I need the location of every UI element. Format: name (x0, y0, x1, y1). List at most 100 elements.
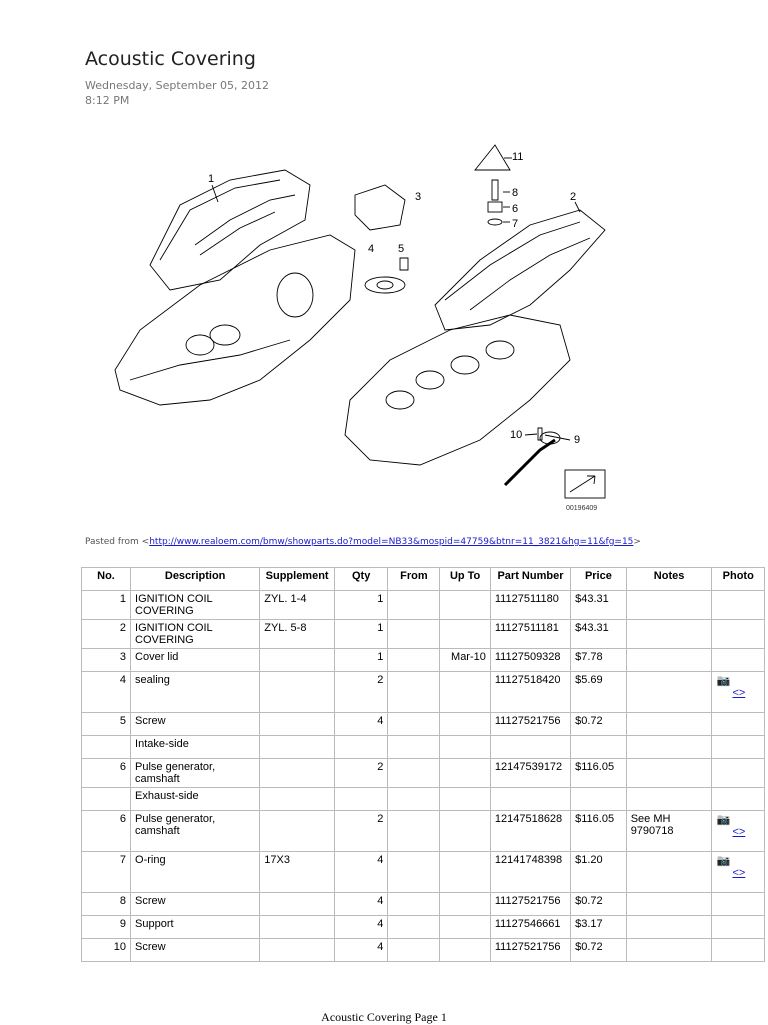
cell-description-text: Pulse generator, camshaft (135, 761, 216, 785)
date-text: Wednesday, September 05, 2012 (85, 79, 269, 92)
cell-no-text: 10 (113, 941, 127, 953)
cell-upto (439, 938, 491, 962)
cell-no-text: 4 (119, 674, 127, 686)
cell-description-text: Exhaust-side (135, 790, 199, 802)
cell-photo (711, 938, 765, 962)
camera-icon[interactable]: 📷 (716, 675, 731, 687)
cell-supplement (259, 810, 335, 852)
cell-notes (625, 938, 713, 962)
cell-from (387, 590, 441, 620)
cell-description-text: Support (135, 918, 174, 930)
cell-part-number-text: 11127521756 (494, 941, 561, 953)
cell-part-number: 12141748398 (489, 851, 572, 893)
callout-6: 6 (512, 203, 518, 215)
cell-price-text: $0.72 (575, 895, 603, 907)
cell-price: $43.31 (570, 590, 627, 620)
cell-part-number: 12147518628 (489, 810, 572, 852)
cell-supplement (259, 758, 335, 788)
cell-notes (625, 671, 713, 713)
cell-part-number-text: 11127511181 (494, 622, 559, 634)
cell-no-text: 5 (119, 715, 127, 727)
cell-upto (439, 671, 491, 713)
photo-link[interactable]: <> (732, 826, 746, 838)
cell-part-number-text: 12147539172 (494, 761, 563, 773)
cell-description: Screw (130, 892, 261, 916)
callout-4: 4 (368, 243, 374, 255)
cell-no-text: 9 (119, 918, 127, 930)
cell-qty: 2 (333, 758, 389, 788)
cell-no-text: 7 (119, 854, 127, 866)
cell-qty-text: 2 (377, 674, 384, 686)
camera-icon[interactable]: 📷 (716, 855, 731, 867)
cell-no: 5 (80, 712, 132, 736)
cell-from (387, 810, 441, 852)
cell-description-text: O-ring (135, 854, 166, 866)
cell-price: $43.31 (570, 619, 627, 649)
cell-supplement (259, 787, 335, 811)
cell-notes (625, 851, 713, 893)
cell-from (387, 915, 441, 939)
cell-from (387, 712, 441, 736)
cell-qty-text: 4 (377, 715, 384, 727)
photo-link[interactable]: <> (732, 687, 746, 699)
cell-photo (711, 758, 765, 788)
cell-description-text: Screw (135, 895, 166, 907)
cell-description-text: Pulse generator, camshaft (135, 813, 216, 837)
cell-from (387, 787, 441, 811)
cell-part-number (489, 787, 572, 811)
cell-notes (625, 735, 713, 759)
cell-price-text: $0.72 (575, 715, 603, 727)
cell-from (387, 892, 441, 916)
cell-photo (711, 735, 765, 759)
column-header: Photo (711, 567, 765, 591)
cell-from (387, 648, 441, 672)
callout-9: 9 (574, 434, 580, 446)
cell-description: Support (130, 915, 261, 939)
cell-no (80, 735, 132, 759)
cell-qty-text: 1 (377, 651, 384, 663)
cell-no: 7 (80, 851, 132, 893)
cell-qty: 4 (333, 938, 389, 962)
cell-photo: 📷<> (711, 671, 765, 713)
pasted-prefix: Pasted from < (85, 537, 150, 547)
cell-description-text: Intake-side (135, 738, 189, 750)
cell-qty: 2 (333, 671, 389, 713)
cell-supplement (259, 648, 335, 672)
callout-8: 8 (512, 187, 518, 199)
camera-icon[interactable]: 📷 (716, 814, 731, 826)
cell-description: Pulse generator, camshaft (130, 810, 261, 852)
page-date: Wednesday, September 05, 2012 8:12 PM (85, 78, 269, 108)
cell-part-number: 11127521756 (489, 938, 572, 962)
cell-price-text: $1.20 (575, 854, 603, 866)
cell-photo (711, 648, 765, 672)
cell-supplement-text: 17X3 (264, 854, 290, 866)
cell-description: Exhaust-side (130, 787, 261, 811)
cell-no: 2 (80, 619, 132, 649)
cell-supplement: 17X3 (259, 851, 335, 893)
source-link[interactable]: http://www.realoem.com/bmw/showparts.do?… (149, 537, 634, 547)
cell-supplement (259, 712, 335, 736)
cell-upto-text: Mar-10 (451, 651, 486, 663)
column-header: Price (570, 567, 627, 591)
cell-no: 4 (80, 671, 132, 713)
cell-no-text: 8 (119, 895, 127, 907)
callout-3: 3 (415, 191, 421, 203)
cell-part-number: 11127511180 (489, 590, 572, 620)
cell-description: Cover lid (130, 648, 261, 672)
cell-price: $0.72 (570, 938, 627, 962)
time-text: 8:12 PM (85, 94, 130, 107)
photo-link[interactable]: <> (732, 867, 746, 879)
cell-no: 10 (80, 938, 132, 962)
cell-part-number: 11127521756 (489, 712, 572, 736)
page-footer: Acoustic Covering Page 1 (321, 1010, 447, 1024)
diagram-code: 00196409 (566, 505, 597, 512)
cell-no-text: 6 (119, 813, 127, 825)
cell-price: $3.17 (570, 915, 627, 939)
cell-supplement (259, 671, 335, 713)
